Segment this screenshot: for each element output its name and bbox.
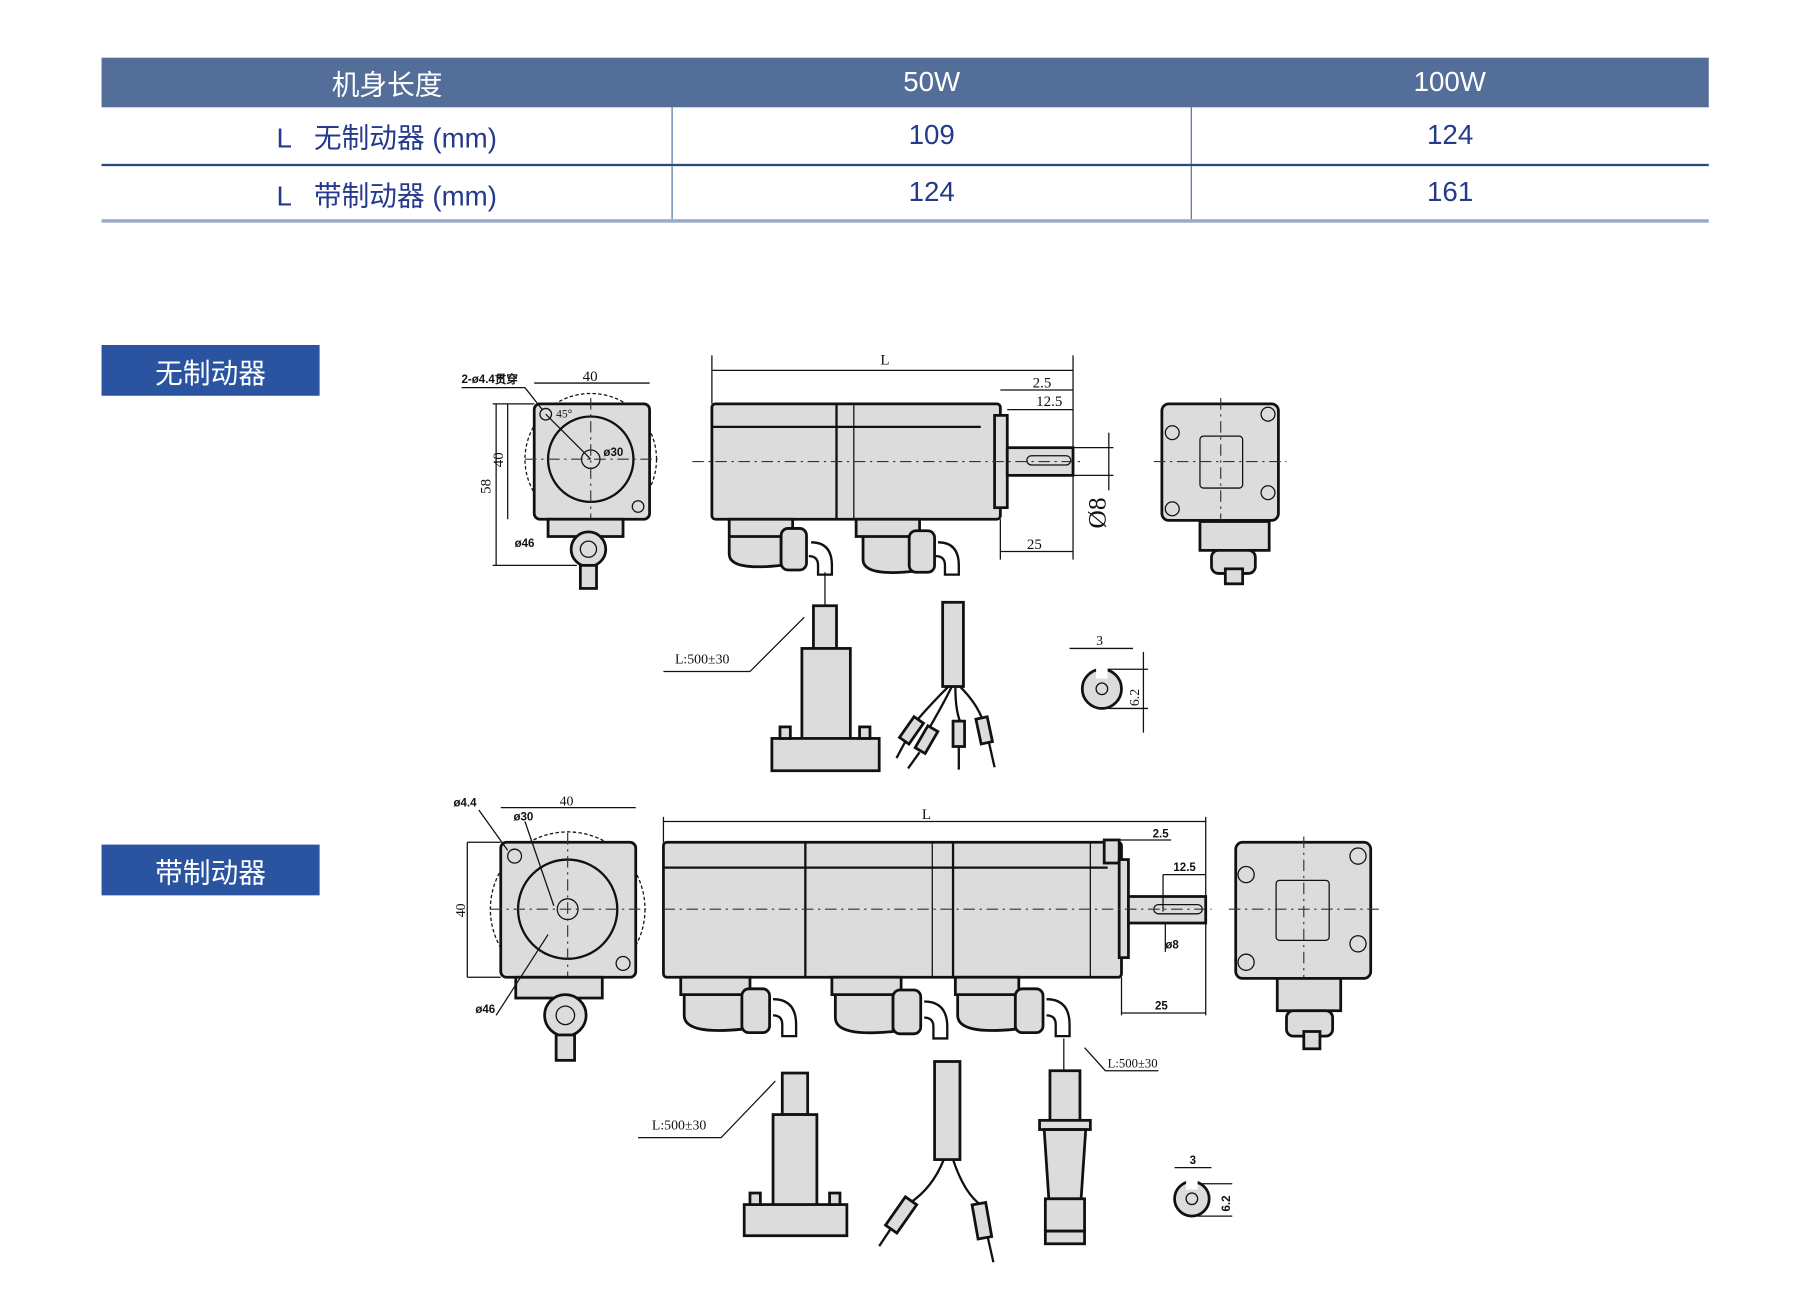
cables-no-brake: L:500±30	[663, 572, 996, 773]
dim-shaft-length: 25	[1155, 1001, 1168, 1013]
dim-cable-length: L:500±30	[675, 651, 730, 666]
dim-key-width: 3	[1096, 633, 1103, 648]
dim-key-length: 12.5	[1173, 862, 1196, 874]
section-label-no-brake: 无制动器	[101, 344, 320, 396]
dim-width: 40	[560, 793, 574, 808]
dim-shaft-length: 25	[1027, 537, 1042, 553]
dim-holes: ø4.4	[453, 798, 477, 810]
side-view-with-brake: L 2.5 12.5 ø8 25	[662, 807, 1212, 1040]
motor-length-table: 机身长度 50W 100W L 无制动器 (mm) 109 124 L 带制动器…	[101, 57, 1709, 223]
table-row: L 无制动器 (mm) 109 124	[101, 107, 1709, 167]
dim-cable-length-1: L:500±30	[652, 1118, 707, 1133]
dim-length: L	[880, 353, 889, 369]
dim-cable-length-2: L:500±30	[1108, 1056, 1158, 1070]
dim-pcd: ø46	[475, 1004, 495, 1016]
dim-pcd: ø46	[515, 538, 535, 550]
dim-key-width: 3	[1190, 1155, 1196, 1167]
table-header: 机身长度 50W 100W	[101, 57, 1709, 108]
section-label-with-brake: 带制动器	[101, 844, 320, 896]
shaft-section-no-brake: 3 6.2	[1069, 633, 1149, 733]
dim-holes: 2-ø4.4贯穿	[462, 372, 518, 386]
front-view-no-brake: 40 2-ø4.4贯穿 58 40 45° ø30 ø46	[461, 369, 658, 590]
rear-view-with-brake	[1228, 836, 1379, 1051]
header-50w: 50W	[903, 66, 961, 98]
dim-height-total: 58	[478, 479, 494, 494]
cell-50w: 124	[671, 166, 1190, 220]
rear-view-no-brake	[1153, 398, 1287, 586]
dim-pilot: ø30	[603, 447, 623, 459]
cell-50w: 109	[671, 107, 1190, 164]
dim-shaft-dia: Ø8	[1083, 497, 1111, 528]
dim-key-length: 12.5	[1036, 394, 1062, 410]
dim-width: 40	[583, 369, 598, 385]
dim-height: 40	[491, 452, 507, 467]
row-label: L 带制动器 (mm)	[276, 180, 497, 212]
dim-length: L	[922, 807, 931, 823]
dim-flange: 2.5	[1153, 829, 1170, 841]
dim-height: 40	[453, 903, 468, 917]
cell-100w: 124	[1190, 107, 1708, 164]
dim-key-depth: 6.2	[1221, 1195, 1233, 1211]
cell-100w: 161	[1190, 166, 1708, 220]
cables-with-brake: L:500±30 L:500±30	[638, 1038, 1159, 1263]
row-label: L 无制动器 (mm)	[276, 123, 497, 155]
table-row: L 带制动器 (mm) 124 161	[101, 166, 1709, 223]
header-100w: 100W	[1413, 66, 1486, 98]
dim-flange: 2.5	[1033, 376, 1052, 392]
header-body-length: 机身长度	[331, 70, 443, 102]
dim-key-depth: 6.2	[1127, 689, 1142, 706]
dim-pilot: ø30	[513, 811, 533, 823]
shaft-section-with-brake: 3 6.2	[1173, 1155, 1233, 1218]
front-view-with-brake: 40 ø4.4 ø30 40 ø46	[453, 793, 647, 1062]
side-view-no-brake: L 2.5 12.5 Ø8 25	[692, 353, 1114, 576]
dim-angle: 45°	[556, 409, 573, 421]
dim-shaft-dia: ø8	[1165, 939, 1179, 951]
